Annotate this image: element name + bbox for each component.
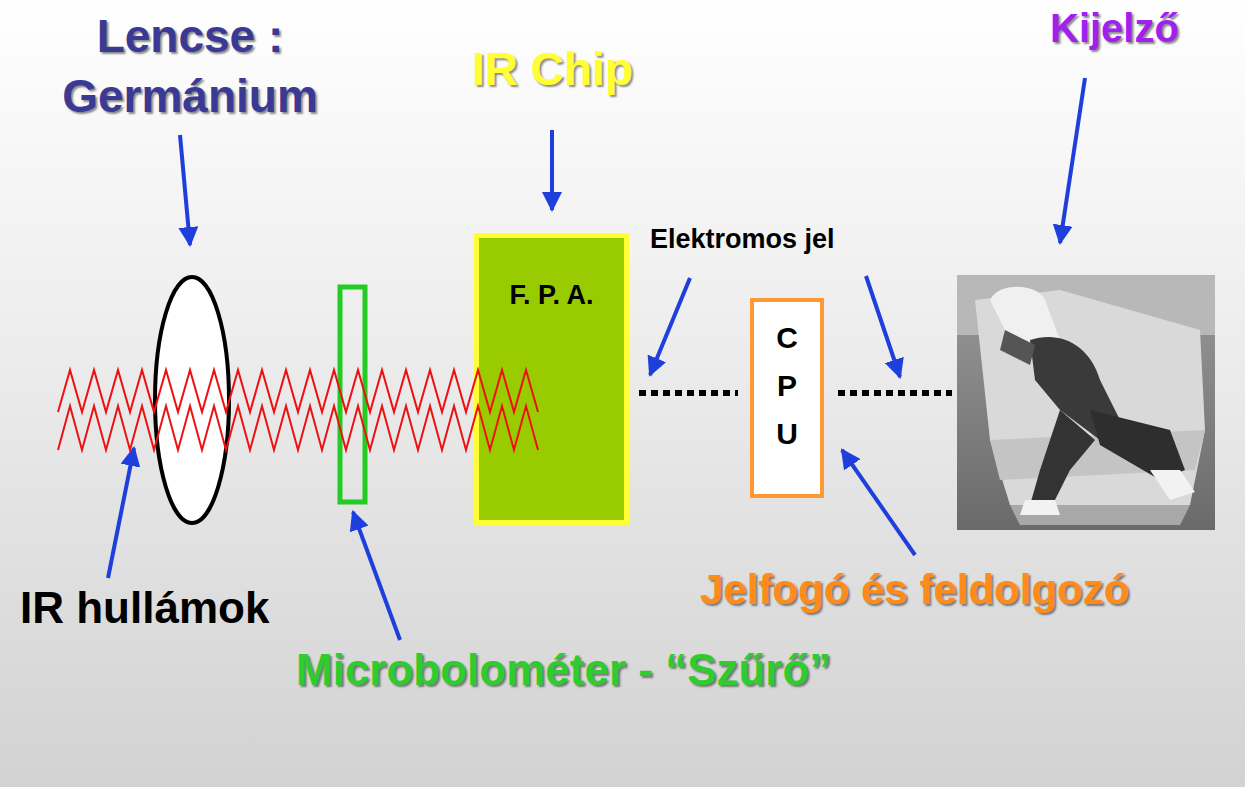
ir-wave: [58, 370, 538, 412]
waves-callout: IR hullámok: [20, 583, 269, 633]
germanium-lens: [155, 277, 229, 523]
lens-callout: Lencse : Germánium: [55, 6, 325, 126]
signal-connector: [639, 390, 738, 396]
filter-callout: Microbolométer - “Szűrő”: [296, 645, 831, 695]
cpu-box: C P U: [750, 298, 824, 498]
signal-callout: Elektromos jel: [650, 224, 835, 255]
thermal-image: [957, 275, 1215, 530]
signal-line: [838, 390, 952, 396]
leader-arrows: [108, 78, 1085, 640]
display-callout: Kijelző: [1050, 6, 1179, 51]
ir-wave: [58, 406, 538, 450]
box-label: C P U: [774, 302, 801, 458]
cpu-callout: Jelfogó és feldolgozó: [700, 566, 1129, 614]
fpa-chip-box: F. P. A.: [474, 233, 629, 525]
microbolometer-filter: [340, 287, 365, 502]
chip-callout: IR Chip: [472, 42, 633, 96]
box-label: F. P. A.: [479, 238, 624, 311]
